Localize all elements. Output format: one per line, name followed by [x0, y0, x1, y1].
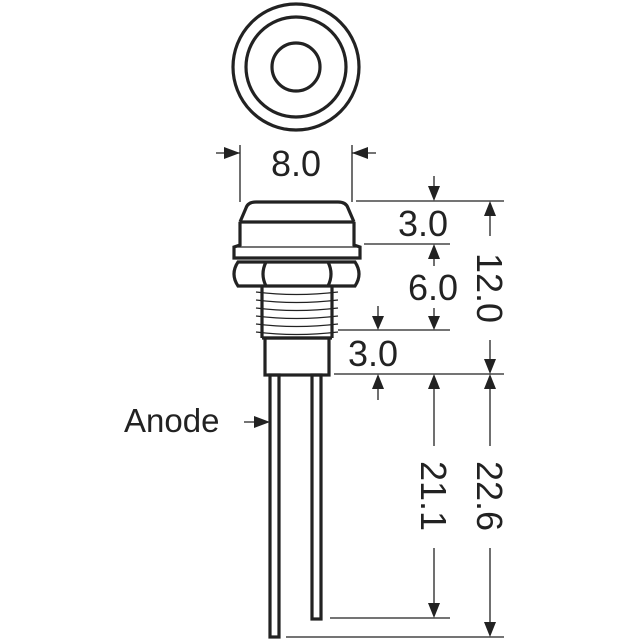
anode-arrow	[254, 416, 270, 428]
body-height-dimension: 3.0	[348, 306, 398, 400]
short-lead-arrow-bottom	[428, 603, 440, 618]
hex-nut-facets	[261, 261, 333, 287]
top-view	[231, 2, 361, 132]
side-view	[232, 200, 362, 639]
nut-height-dimension: 6.0	[338, 244, 458, 331]
body-arrow-bottom	[372, 374, 384, 389]
anode-label: Anode	[124, 402, 219, 439]
short-lead-arrow-top	[428, 374, 440, 389]
cap-height-label: 3.0	[398, 203, 448, 244]
nut-height-label: 6.0	[408, 267, 458, 308]
thread-sides	[260, 286, 334, 338]
long-lead-arrow-top	[484, 374, 496, 389]
overall-height-dimension: 12.0	[469, 201, 510, 374]
width-label: 8.0	[271, 143, 321, 184]
long-lead-label: 22.6	[469, 461, 510, 531]
cap-arrow-top	[428, 186, 440, 201]
overall-arrow-top	[484, 201, 496, 216]
short-lead-dimension: 21.1	[413, 374, 454, 618]
cap-height-dimension: 3.0	[398, 176, 448, 244]
anode-callout: Anode	[124, 402, 270, 439]
thread-lines	[255, 291, 339, 336]
width-arrow-left	[224, 147, 240, 159]
nut-arrow-bottom	[428, 316, 440, 330]
body-height-label: 3.0	[348, 333, 398, 374]
lower-body	[263, 336, 331, 377]
width-arrow-right	[352, 147, 368, 159]
nut-arrow-top	[428, 244, 440, 259]
top-view-inner-ring	[270, 41, 322, 93]
short-lead-label: 21.1	[413, 461, 454, 531]
top-view-middle-ring	[244, 15, 348, 119]
hex-nut	[232, 260, 361, 288]
overall-arrow-bottom	[484, 359, 496, 374]
width-dimension: 8.0	[216, 143, 376, 202]
extension-lines	[286, 200, 504, 638]
long-lead-arrow-bottom	[484, 622, 496, 637]
cap-dome	[238, 200, 356, 223]
anode-lead	[268, 373, 281, 639]
body-arrow-top	[372, 316, 384, 330]
long-lead-dimension: 22.6	[469, 374, 510, 637]
flange	[232, 222, 362, 260]
top-view-outer-ring	[231, 2, 361, 132]
overall-height-label: 12.0	[469, 253, 510, 323]
cathode-lead	[310, 373, 323, 621]
